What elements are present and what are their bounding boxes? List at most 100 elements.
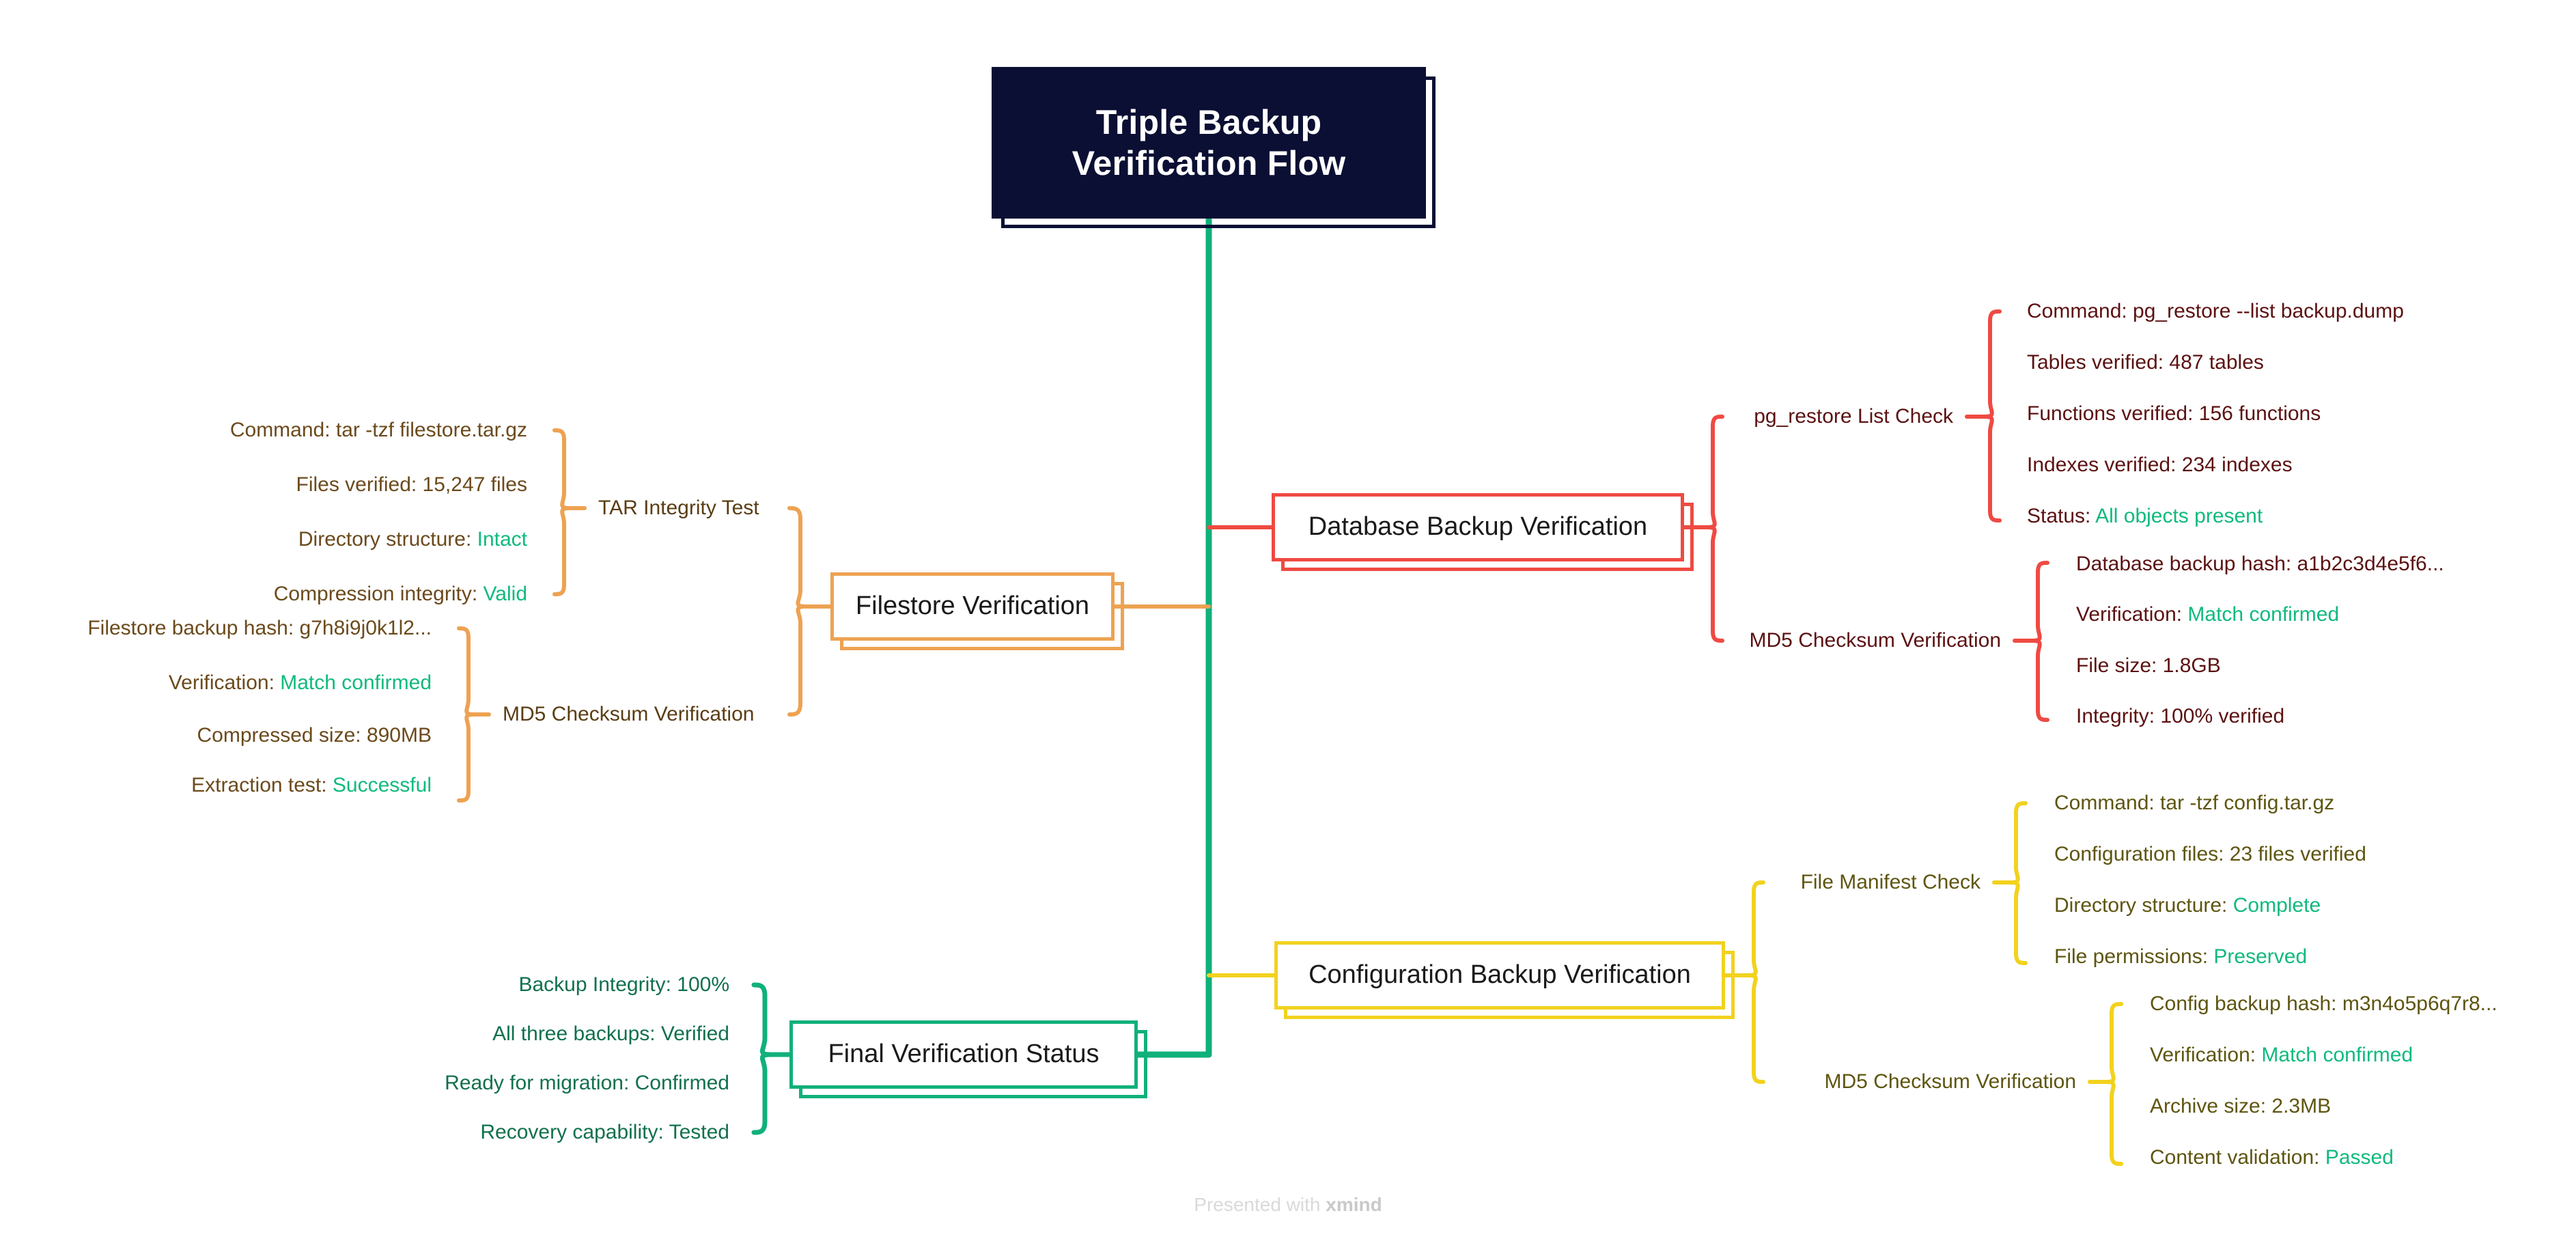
branch-node-filestore[interactable]: Filestore Verification — [830, 572, 1124, 650]
leaf-value: Successful — [332, 774, 432, 796]
leaf-tar-compression-integrity[interactable]: Compression integrity: Valid — [274, 584, 527, 604]
leaf-text: Config backup hash: m3n4o5p6q7r8... — [2150, 992, 2497, 1015]
leaf-text: Database backup hash: a1b2c3d4e5f6... — [2076, 553, 2444, 575]
leaf-value: All objects present — [2095, 505, 2263, 527]
leaf-text: Filestore backup hash: g7h8i9j0k1l2... — [87, 617, 432, 639]
leaf-manifest-directory-structure[interactable]: Directory structure: Complete — [2054, 895, 2321, 916]
sub-label-tar-integrity-test[interactable]: TAR Integrity Test — [598, 497, 759, 519]
leaf-database-md5-hash[interactable]: Database backup hash: a1b2c3d4e5f6... — [2076, 554, 2444, 574]
leaf-text: Directory structure: — [298, 528, 477, 551]
leaf-manifest-command[interactable]: Command: tar -tzf config.tar.gz — [2054, 793, 2334, 813]
leaf-text: Archive size: 2.3MB — [2150, 1095, 2332, 1117]
branch-node-database[interactable]: Database Backup Verification — [1272, 493, 1694, 571]
leaf-text: Verification: — [2150, 1044, 2262, 1066]
sub-label-pg-restore-list-check[interactable]: pg_restore List Check — [1754, 405, 1953, 428]
leaf-value: Match confirmed — [2187, 603, 2340, 626]
leaf-config-md5-hash[interactable]: Config backup hash: m3n4o5p6q7r8... — [2150, 994, 2497, 1014]
leaf-database-md5-integrity[interactable]: Integrity: 100% verified — [2076, 706, 2284, 727]
leaf-text: Verification: — [168, 671, 281, 694]
leaf-text: All three backups: Verified — [492, 1022, 729, 1045]
leaf-filestore-md5-extraction-test[interactable]: Extraction test: Successful — [191, 775, 432, 796]
leaf-pgrestore-command[interactable]: Command: pg_restore --list backup.dump — [2027, 301, 2404, 322]
branch-node-config-face: Configuration Backup Verification — [1274, 941, 1725, 1010]
leaf-text: Compression integrity: — [273, 583, 484, 605]
brace-database — [1705, 415, 1724, 643]
branch-node-database-face: Database Backup Verification — [1272, 493, 1684, 561]
leaf-text: Tables verified: 487 tables — [2027, 351, 2264, 374]
leaf-pgrestore-functions-verified[interactable]: Functions verified: 156 functions — [2027, 404, 2321, 424]
leaf-text: Content validation: — [2150, 1146, 2325, 1169]
brace-manifest — [2008, 801, 2028, 965]
brace-md5db — [2030, 561, 2049, 722]
leaf-value: Match confirmed — [280, 671, 432, 694]
brace-final — [751, 982, 773, 1135]
leaf-pgrestore-indexes-verified[interactable]: Indexes verified: 234 indexes — [2027, 455, 2293, 475]
branch-node-final[interactable]: Final Verification Status — [789, 1020, 1147, 1098]
root-node[interactable]: Triple Backup Verification Flow — [992, 67, 1436, 228]
leaf-filestore-md5-verification[interactable]: Verification: Match confirmed — [169, 673, 432, 693]
leaf-text: Recovery capability: Tested — [480, 1121, 729, 1143]
leaf-pgrestore-status[interactable]: Status: All objects present — [2027, 506, 2263, 527]
root-node-face: Triple Backup Verification Flow — [992, 67, 1426, 219]
leaf-text: Ready for migration: Confirmed — [445, 1072, 729, 1094]
leaf-text: Extraction test: — [191, 774, 333, 796]
leaf-value: Complete — [2232, 894, 2321, 917]
leaf-value: Passed — [2325, 1146, 2394, 1169]
leaf-pgrestore-tables-verified[interactable]: Tables verified: 487 tables — [2027, 352, 2264, 373]
leaf-tar-directory-structure[interactable]: Directory structure: Intact — [298, 529, 527, 550]
sub-label-filestore-md5[interactable]: MD5 Checksum Verification — [503, 703, 755, 725]
leaf-manifest-configuration-files[interactable]: Configuration files: 23 files verified — [2054, 844, 2366, 865]
watermark-prefix: Presented with — [1194, 1194, 1326, 1215]
leaf-filestore-md5-hash[interactable]: Filestore backup hash: g7h8i9j0k1l2... — [87, 618, 432, 639]
leaf-tar-command[interactable]: Command: tar -tzf filestore.tar.gz — [230, 420, 527, 441]
leaf-text: Directory structure: — [2054, 894, 2233, 917]
root-title-line1: Triple Backup — [1095, 103, 1322, 141]
leaf-text: File size: 1.8GB — [2076, 654, 2221, 677]
leaf-text: Files verified: 15,247 files — [296, 473, 528, 496]
leaf-final-ready-for-migration[interactable]: Ready for migration: Confirmed — [445, 1073, 729, 1094]
brace-md5f — [457, 626, 476, 803]
leaf-text: Status: — [2027, 505, 2096, 527]
branch-node-final-face: Final Verification Status — [789, 1020, 1138, 1089]
leaf-tar-files-verified[interactable]: Files verified: 15,247 files — [296, 475, 528, 495]
leaf-config-md5-archive-size[interactable]: Archive size: 2.3MB — [2150, 1096, 2331, 1117]
leaf-value: Valid — [483, 583, 527, 605]
brace-pgrestore — [1983, 309, 2002, 523]
brace-tar — [552, 428, 572, 596]
leaf-database-md5-file-size[interactable]: File size: 1.8GB — [2076, 656, 2221, 676]
branch-node-filestore-face: Filestore Verification — [830, 572, 1115, 641]
leaf-text: Compressed size: 890MB — [197, 724, 432, 747]
branch-node-filestore-label: Filestore Verification — [855, 591, 1090, 621]
leaf-text: Configuration files: 23 files verified — [2054, 843, 2366, 865]
leaf-text: Command: tar -tzf filestore.tar.gz — [229, 419, 527, 441]
leaf-text: Indexes verified: 234 indexes — [2027, 454, 2293, 476]
branch-node-database-label: Database Backup Verification — [1308, 512, 1648, 542]
root-title-line2: Verification Flow — [1072, 144, 1346, 182]
leaf-text: File permissions: — [2054, 945, 2214, 968]
leaf-filestore-md5-compressed-size[interactable]: Compressed size: 890MB — [197, 725, 432, 746]
leaf-text: Integrity: 100% verified — [2076, 705, 2285, 727]
leaf-final-all-three-backups[interactable]: All three backups: Verified — [492, 1024, 729, 1044]
leaf-manifest-file-permissions[interactable]: File permissions: Preserved — [2054, 947, 2307, 967]
leaf-text: Functions verified: 156 functions — [2027, 402, 2321, 425]
leaf-final-backup-integrity[interactable]: Backup Integrity: 100% — [518, 975, 729, 995]
sub-label-database-md5[interactable]: MD5 Checksum Verification — [1749, 629, 2001, 652]
watermark-brand: xmind — [1326, 1194, 1382, 1215]
brace-filestore — [787, 506, 808, 716]
leaf-value: Intact — [477, 528, 527, 551]
sub-label-config-md5[interactable]: MD5 Checksum Verification — [1824, 1070, 2076, 1093]
leaf-config-md5-content-validation[interactable]: Content validation: Passed — [2150, 1147, 2394, 1168]
leaf-text: Backup Integrity: 100% — [518, 973, 729, 996]
brace-md5cfg — [2104, 1002, 2123, 1166]
branch-node-config[interactable]: Configuration Backup Verification — [1274, 941, 1735, 1019]
branch-node-config-label: Configuration Backup Verification — [1308, 960, 1691, 990]
leaf-database-md5-verification[interactable]: Verification: Match confirmed — [2076, 604, 2339, 625]
watermark: Presented with xmind — [0, 1194, 2576, 1216]
sub-label-file-manifest-check[interactable]: File Manifest Check — [1800, 871, 1980, 893]
leaf-value: Match confirmed — [2261, 1044, 2413, 1066]
leaf-config-md5-verification[interactable]: Verification: Match confirmed — [2150, 1045, 2413, 1066]
leaf-final-recovery-capability[interactable]: Recovery capability: Tested — [480, 1122, 729, 1143]
leaf-value: Preserved — [2213, 945, 2308, 968]
brace-config — [1746, 880, 1765, 1084]
